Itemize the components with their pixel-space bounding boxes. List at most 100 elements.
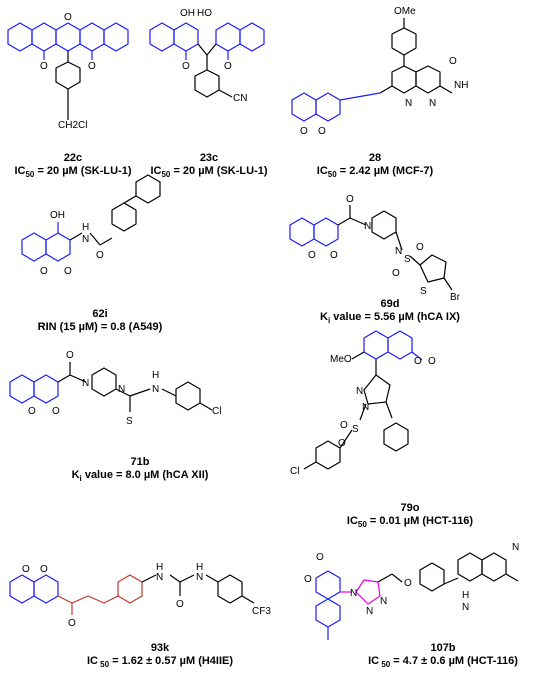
atom-label: O <box>414 356 422 367</box>
atom-label: O <box>318 126 326 137</box>
activity-subscript: 50 <box>25 170 35 180</box>
activity-metric: IC <box>346 515 358 527</box>
activity-metric: RIN (15 µM) = 0.8 (A549) <box>37 321 163 333</box>
atom-label: O <box>182 61 190 72</box>
atom-label: O <box>176 599 184 610</box>
atom-label: N <box>462 602 469 613</box>
activity-value: = 20 µM (SK-LU-1) <box>34 165 132 177</box>
caption-69d: 69d Ki value = 5.56 µM (hCA IX) <box>290 298 490 327</box>
atom-label: S <box>352 424 359 435</box>
atom-label: O <box>40 61 48 72</box>
atom-label: N <box>512 542 519 553</box>
structure-107b <box>315 552 519 640</box>
atom-label: O <box>304 574 312 585</box>
activity-subscript: i <box>79 474 82 484</box>
atom-label: O <box>300 126 308 137</box>
atom-label: N <box>380 596 387 607</box>
caption-28: 28 IC50 = 2.42 µM (MCF-7) <box>310 152 440 181</box>
atom-label: O <box>308 250 316 261</box>
activity-metric: K <box>71 469 80 481</box>
atom-label: Br <box>450 292 461 303</box>
structure-62i <box>21 174 161 262</box>
atom-label: O <box>346 194 354 205</box>
atom-label: O <box>52 406 60 417</box>
caption-62i: 62i RIN (15 µM) = 0.8 (A549) <box>20 308 180 334</box>
activity-metric: K <box>320 311 328 323</box>
activity-subscript: 50 <box>327 170 337 180</box>
compound-id: 71b <box>130 456 150 468</box>
atom-label: O <box>404 578 412 589</box>
atom-label: O <box>88 61 96 72</box>
atom-label: H <box>152 370 159 381</box>
atom-label: CH2Cl <box>58 120 87 131</box>
atom-label: O <box>96 250 104 261</box>
activity-value: = 1.62 ± 0.57 µM (H4IIE) <box>109 655 234 667</box>
atom-label: MeO <box>330 354 352 365</box>
atom-label: OMe <box>394 6 416 17</box>
atom-label: O <box>316 552 324 563</box>
compound-id: 22c <box>63 152 83 164</box>
activity-metric: IC <box>14 165 26 177</box>
atom-label: OH <box>180 8 195 19</box>
atom-label: O <box>64 266 72 277</box>
atom-label: O <box>224 61 232 72</box>
activity-metric: IC <box>316 165 328 177</box>
structure-69d <box>289 205 453 291</box>
atom-label: Cl <box>212 406 221 417</box>
atom-label: O <box>428 356 436 367</box>
atom-label: O <box>392 268 400 279</box>
atom-label: S <box>420 286 427 297</box>
compound-id: 28 <box>368 152 382 164</box>
activity-metric: IC <box>86 655 98 667</box>
structure-23c <box>149 22 265 98</box>
caption-22c: 22c IC50 = 20 µM (SK-LU-1) <box>8 152 138 181</box>
compound-id: 107b <box>430 642 456 654</box>
atom-label: N <box>405 98 412 109</box>
structure-79o <box>303 330 423 470</box>
atom-label: N <box>118 384 125 395</box>
atom-label: O <box>68 618 76 629</box>
structure-22c <box>7 22 129 120</box>
atom-label: CN <box>233 93 247 104</box>
atom-label: N <box>156 572 163 583</box>
atom-label: H <box>82 222 89 233</box>
atom-label: O <box>340 420 348 431</box>
activity-value: value = 8.0 µM (hCA XII) <box>81 469 209 481</box>
compound-id: 79o <box>400 502 420 514</box>
activity-subscript: 50 <box>97 660 110 670</box>
atom-label: O <box>28 406 36 417</box>
atom-label: O <box>40 266 48 277</box>
caption-107b: 107b IC 50 = 4.7 ± 0.6 µM (HCT-116) <box>348 642 538 671</box>
activity-value: = 0.01 µM (HCT-116) <box>366 515 474 527</box>
caption-71b: 71b Ki value = 8.0 µM (hCA XII) <box>40 456 240 485</box>
activity-value: = 20 µM (SK-LU-1) <box>170 165 268 177</box>
atom-label: O <box>64 12 72 23</box>
activity-value: = 4.7 ± 0.6 µM (HCT-116) <box>390 655 518 667</box>
atom-label: CF3 <box>252 606 271 617</box>
atom-label: S <box>126 416 133 427</box>
atom-label: O <box>66 350 74 361</box>
atom-label: N <box>362 402 369 413</box>
atom-label: NH <box>454 80 468 91</box>
activity-metric: IC <box>150 165 162 177</box>
atom-label: O <box>338 438 346 449</box>
atom-label: N <box>366 606 373 617</box>
atom-label: O <box>449 56 457 67</box>
activity-subscript: 50 <box>357 520 367 530</box>
atom-label: O <box>40 564 48 575</box>
atom-label: N <box>429 98 436 109</box>
activity-value: value = 5.56 µM (hCA IX) <box>330 311 460 323</box>
atom-label: N <box>152 384 159 395</box>
atom-label: N <box>82 378 89 389</box>
atom-label: O <box>416 242 424 253</box>
atom-label: OH <box>50 210 65 221</box>
caption-79o: 79o IC50 = 0.01 µM (HCT-116) <box>330 502 490 531</box>
caption-93k: 93k IC 50 = 1.62 ± 0.57 µM (H4IIE) <box>60 642 260 671</box>
atom-label: HO <box>197 8 212 19</box>
activity-metric: IC <box>368 655 380 667</box>
compound-id: 69d <box>380 298 400 310</box>
compound-id: 23c <box>199 152 219 164</box>
activity-subscript: 50 <box>161 170 171 180</box>
compound-id: 93k <box>150 642 170 654</box>
activity-subscript: 50 <box>379 660 391 670</box>
